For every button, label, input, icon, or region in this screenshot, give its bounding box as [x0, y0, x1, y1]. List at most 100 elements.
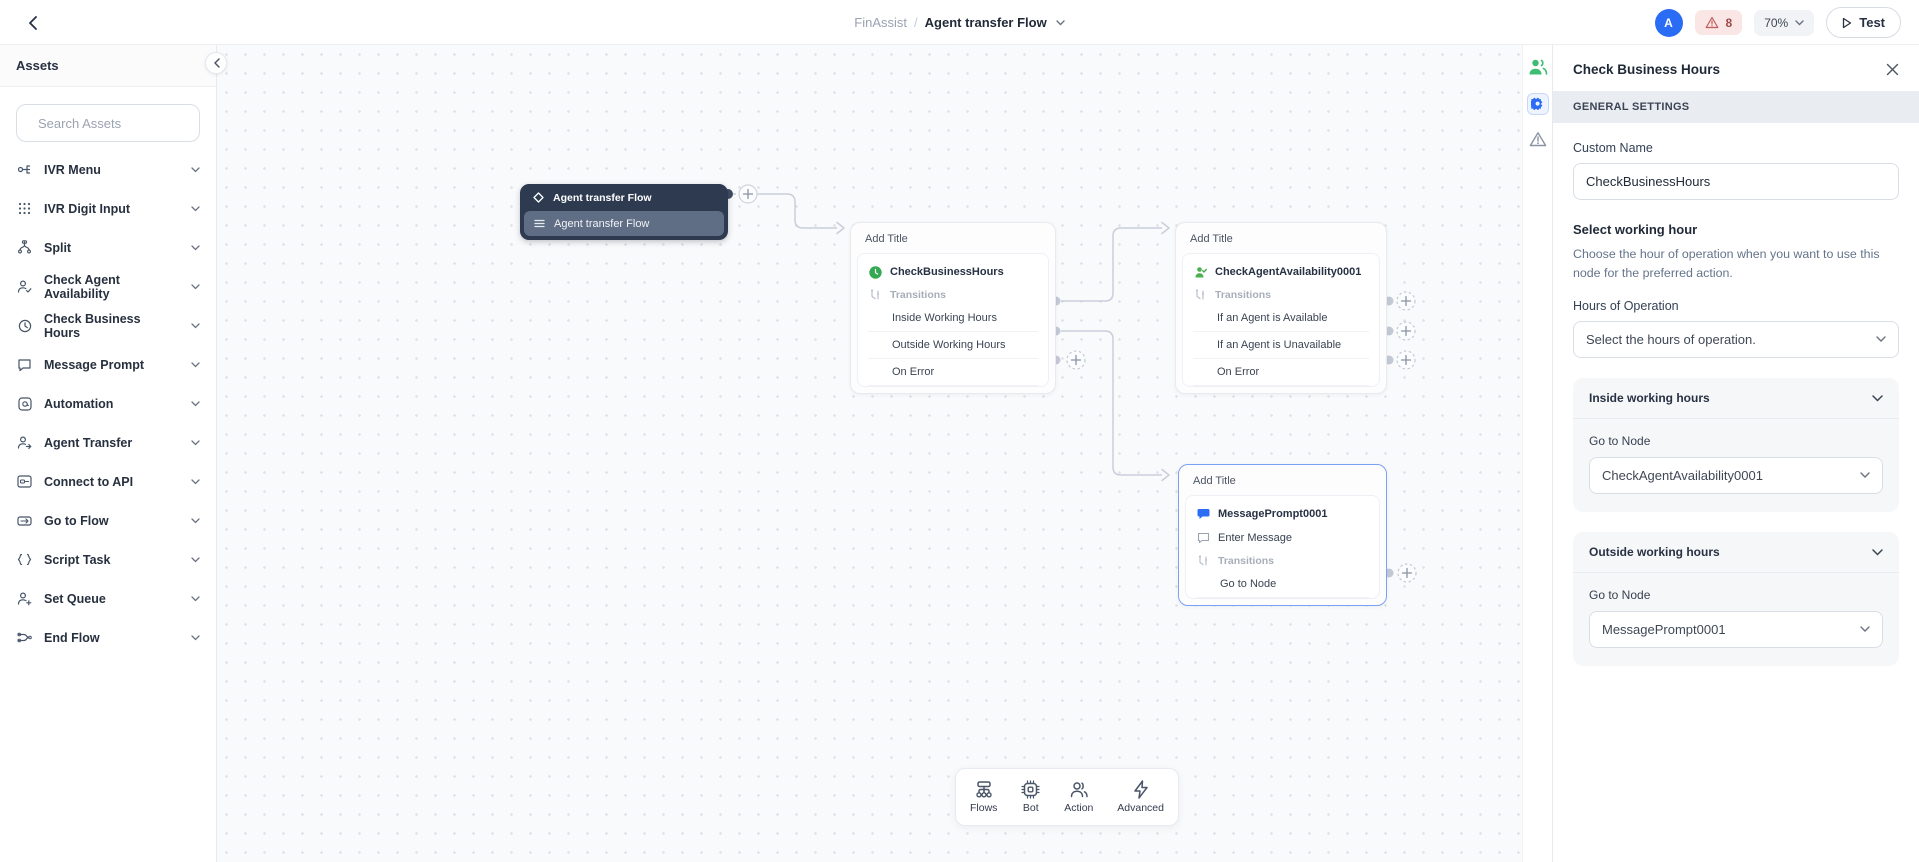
- chevron-down-icon[interactable]: [191, 322, 200, 329]
- add-connection-button[interactable]: [1066, 350, 1086, 370]
- sidebar-item-label: Split: [44, 240, 72, 255]
- sidebar-item-script-task[interactable]: Script Task: [0, 540, 216, 579]
- start-node-title: Agent transfer Flow: [553, 191, 652, 204]
- breadcrumb-app[interactable]: FinAssist: [854, 15, 908, 30]
- transition-on-error[interactable]: On Error: [1193, 359, 1369, 386]
- chevron-down-icon[interactable]: [191, 166, 200, 173]
- toolbar-bot-button[interactable]: Bot: [1021, 780, 1040, 814]
- hours-of-operation-placeholder: Select the hours of operation.: [1586, 332, 1756, 348]
- issues-tab-icon[interactable]: [1529, 131, 1547, 147]
- add-connection-button[interactable]: [1396, 350, 1416, 370]
- node-title[interactable]: Add Title: [1193, 475, 1236, 487]
- sidebar-item-connect-to-api[interactable]: Connect to API: [0, 462, 216, 501]
- general-settings-section-header: GENERAL SETTINGS: [1553, 91, 1919, 123]
- transition-inside-working-hours[interactable]: Inside Working Hours: [868, 305, 1038, 332]
- set-queue-icon: [16, 590, 33, 607]
- transition-go-to-node[interactable]: Go to Node: [1196, 571, 1369, 598]
- sidebar-item-check-business-hours[interactable]: Check Business Hours: [0, 306, 216, 345]
- breadcrumb-page[interactable]: Agent transfer Flow: [924, 15, 1047, 30]
- chevron-down-icon[interactable]: [191, 556, 200, 563]
- sidebar-item-end-flow[interactable]: End Flow: [0, 618, 216, 657]
- transition-on-error[interactable]: On Error: [868, 359, 1038, 386]
- go-to-node-label: Go to Node: [1589, 434, 1651, 449]
- sidebar-item-agent-transfer[interactable]: Agent Transfer: [0, 423, 216, 462]
- back-button[interactable]: [20, 11, 44, 35]
- agent-availability-node-icon: [1193, 265, 1207, 279]
- agents-icon[interactable]: [1527, 57, 1549, 77]
- warning-count-badge[interactable]: 8: [1694, 10, 1743, 35]
- node-title[interactable]: Add Title: [1190, 233, 1233, 245]
- chevron-down-icon[interactable]: [191, 361, 200, 368]
- chevron-down-icon[interactable]: [191, 595, 200, 602]
- sidebar-item-message-prompt[interactable]: Message Prompt: [0, 345, 216, 384]
- toolbar-action-button[interactable]: Action: [1064, 780, 1093, 814]
- start-node-selected-flow[interactable]: Agent transfer Flow: [524, 211, 724, 236]
- outside-working-hours-accordion: Outside working hours Go to Node Message…: [1573, 532, 1899, 667]
- custom-name-input[interactable]: [1573, 163, 1899, 200]
- close-icon[interactable]: [1886, 63, 1899, 76]
- test-button[interactable]: Test: [1826, 7, 1901, 38]
- transition-outside-working-hours[interactable]: Outside Working Hours: [868, 332, 1038, 359]
- chevron-down-icon[interactable]: [191, 478, 200, 485]
- sidebar-item-ivr-digit-input[interactable]: IVR Digit Input: [0, 189, 216, 228]
- add-connection-button[interactable]: [1397, 563, 1417, 583]
- chevron-down-icon[interactable]: [191, 244, 200, 251]
- outside-go-to-node-select[interactable]: MessagePrompt0001: [1589, 611, 1883, 649]
- transition-agent-available[interactable]: If an Agent is Available: [1193, 305, 1369, 332]
- inside-working-hours-accordion-header[interactable]: Inside working hours: [1573, 378, 1899, 420]
- chevron-down-icon: [1795, 19, 1804, 25]
- chevron-down-icon[interactable]: [191, 634, 200, 641]
- topbar: FinAssist / Agent transfer Flow A 8 70% …: [0, 0, 1919, 45]
- settings-tab-active[interactable]: [1526, 93, 1549, 115]
- add-connection-button[interactable]: [1396, 321, 1416, 341]
- toolbar-bot-label: Bot: [1022, 802, 1039, 814]
- search-input[interactable]: [38, 115, 214, 131]
- business-hours-node-icon: [868, 265, 882, 279]
- toolbar-advanced-label: Advanced: [1117, 802, 1164, 814]
- transition-agent-unavailable[interactable]: If an Agent is Unavailable: [1193, 332, 1369, 359]
- flow-canvas[interactable]: Agent transfer Flow Agent transfer Flow …: [217, 45, 1522, 862]
- chevron-down-icon[interactable]: [191, 439, 200, 446]
- avatar[interactable]: A: [1654, 8, 1683, 37]
- sidebar-item-check-agent-availability[interactable]: Check Agent Availability: [0, 267, 216, 306]
- chevron-down-icon: [1872, 395, 1883, 402]
- node-check-agent-availability[interactable]: Add Title CheckAgentAvailability0001 Tra…: [1175, 222, 1387, 394]
- transitions-label: Transitions: [1215, 289, 1272, 301]
- transitions-icon: [1193, 288, 1207, 302]
- settings-panel: Check Business Hours GENERAL SETTINGS Cu…: [1552, 45, 1919, 862]
- enter-message-label[interactable]: Enter Message: [1218, 532, 1292, 544]
- ivr-digit-input-icon: [16, 200, 33, 217]
- chevron-down-icon[interactable]: [1056, 19, 1065, 26]
- sidebar-item-ivr-menu[interactable]: IVR Menu: [0, 150, 216, 189]
- outside-working-hours-accordion-header[interactable]: Outside working hours: [1573, 532, 1899, 574]
- zoom-level-dropdown[interactable]: 70%: [1754, 9, 1815, 36]
- sidebar-item-split[interactable]: Split: [0, 228, 216, 267]
- node-title[interactable]: Add Title: [865, 233, 908, 245]
- custom-name-label: Custom Name: [1573, 141, 1653, 155]
- sidebar-item-go-to-flow[interactable]: Go to Flow: [0, 501, 216, 540]
- chevron-down-icon[interactable]: [191, 400, 200, 407]
- hours-of-operation-select[interactable]: Select the hours of operation.: [1573, 321, 1899, 359]
- node-message-prompt[interactable]: Add Title MessagePrompt0001 Enter Messag…: [1178, 464, 1387, 606]
- message-prompt-icon: [16, 356, 33, 373]
- chevron-down-icon[interactable]: [191, 283, 200, 290]
- sidebar-item-set-queue[interactable]: Set Queue: [0, 579, 216, 618]
- sidebar-collapse-button[interactable]: [205, 52, 227, 74]
- toolbar-advanced-button[interactable]: Advanced: [1117, 780, 1164, 814]
- select-working-hour-title: Select working hour: [1573, 222, 1698, 237]
- toolbar-flows-button[interactable]: Flows: [970, 780, 997, 814]
- go-to-node-label: Go to Node: [1589, 588, 1651, 603]
- warning-triangle-icon: [1705, 16, 1718, 29]
- sidebar-item-automation[interactable]: Automation: [0, 384, 216, 423]
- inside-go-to-node-select[interactable]: CheckAgentAvailability0001: [1589, 457, 1883, 495]
- flow-edges: [723, 184, 1417, 583]
- sidebar-item-label: Message Prompt: [44, 357, 145, 372]
- test-button-label: Test: [1859, 15, 1885, 30]
- node-check-business-hours[interactable]: Add Title CheckBusinessHours Transitions…: [850, 222, 1056, 394]
- sidebar-item-label: Script Task: [44, 552, 111, 567]
- chevron-down-icon[interactable]: [191, 517, 200, 524]
- chevron-down-icon[interactable]: [191, 205, 200, 212]
- add-connection-button[interactable]: [738, 184, 758, 204]
- start-node[interactable]: Agent transfer Flow Agent transfer Flow: [520, 184, 728, 240]
- add-connection-button[interactable]: [1396, 291, 1416, 311]
